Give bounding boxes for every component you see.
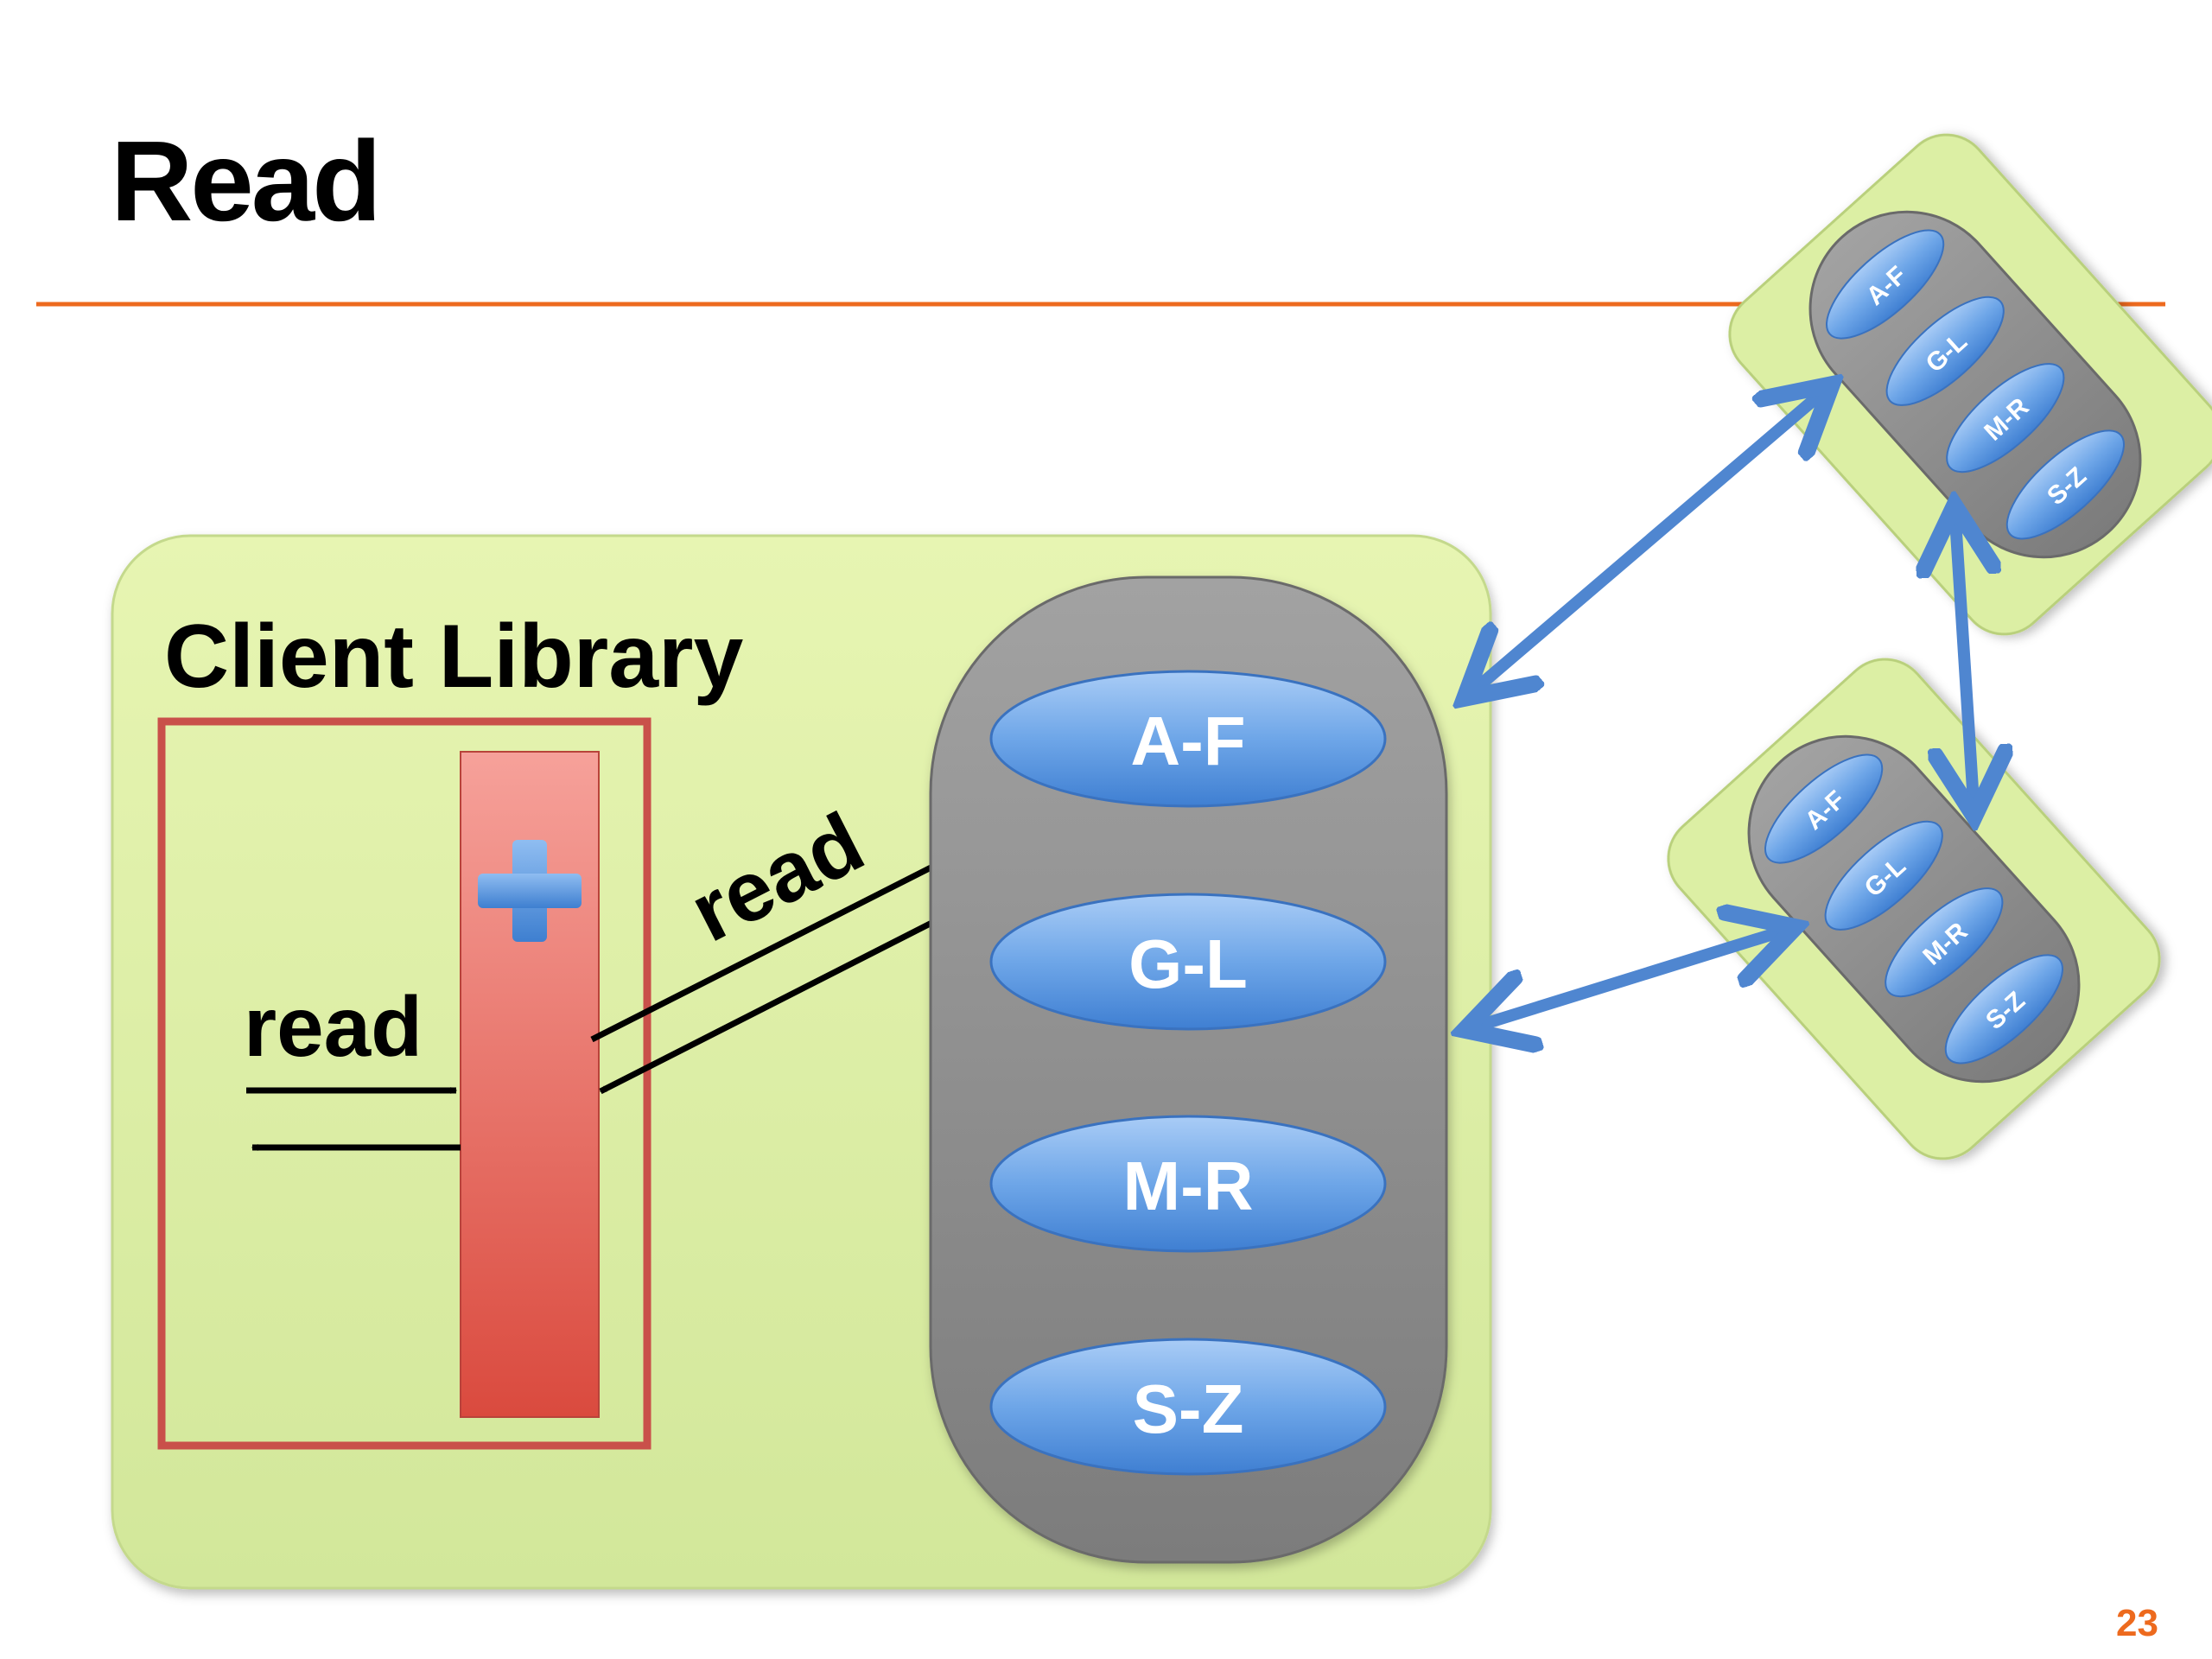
main-range-sz: S-Z — [989, 1338, 1387, 1476]
plus-icon — [478, 840, 582, 942]
replica-top: A-F G-L M-R S-Z — [1728, 133, 2212, 636]
client-library-box — [157, 717, 652, 1450]
main-range-gl-label: G-L — [1128, 925, 1248, 1002]
link-top-to-bottom-replica — [1955, 505, 1974, 817]
main-range-mr: M-R — [989, 1115, 1387, 1253]
client-library-label: Client Library — [164, 607, 744, 707]
page-number: 23 — [2116, 1602, 2158, 1644]
main-range-gl: G-L — [989, 893, 1387, 1031]
local-read-label: read — [244, 979, 423, 1074]
page-title: Read — [111, 118, 379, 245]
main-range-af-label: A-F — [1130, 702, 1245, 779]
replica-bottom: A-F G-L M-R S-Z — [1667, 658, 2161, 1160]
main-node — [929, 575, 1448, 1564]
link-main-to-bottom-replica — [1465, 927, 1796, 1030]
main-range-sz-label: S-Z — [1133, 1370, 1244, 1447]
link-main-to-top-replica — [1465, 385, 1832, 698]
main-range-af: A-F — [989, 670, 1387, 808]
main-range-mr-label: M-R — [1122, 1147, 1253, 1224]
